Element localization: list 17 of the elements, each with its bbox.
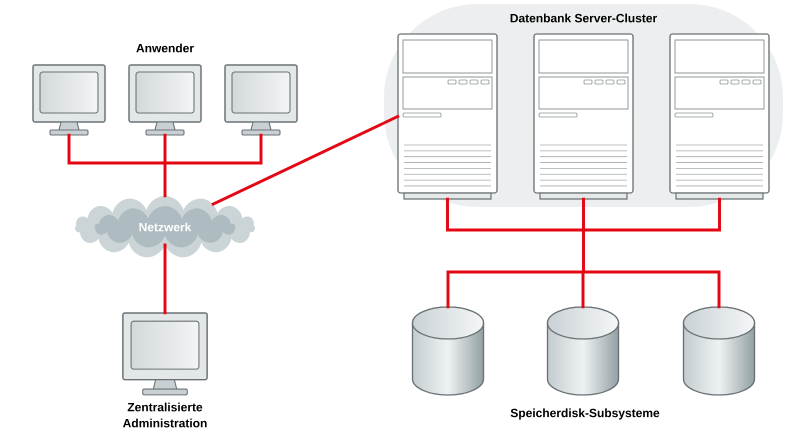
monitor [122, 312, 208, 396]
network-cloud: Netzwerk [75, 196, 255, 258]
monitor [128, 64, 202, 136]
connector-line [446, 198, 721, 308]
connector-line [212, 115, 400, 206]
server [533, 33, 634, 200]
group-heading: Speicherdisk-Subsysteme [510, 408, 660, 420]
disk-drive [682, 306, 756, 396]
server [669, 33, 770, 200]
disk-drive [546, 306, 620, 396]
node-caption: Zentralisierte Administration [122, 402, 207, 428]
connector-line [164, 244, 166, 314]
disk-drive [412, 306, 484, 396]
server [397, 33, 498, 200]
group-heading: Anwender [136, 44, 194, 52]
monitor [224, 64, 298, 136]
monitor [32, 64, 106, 136]
